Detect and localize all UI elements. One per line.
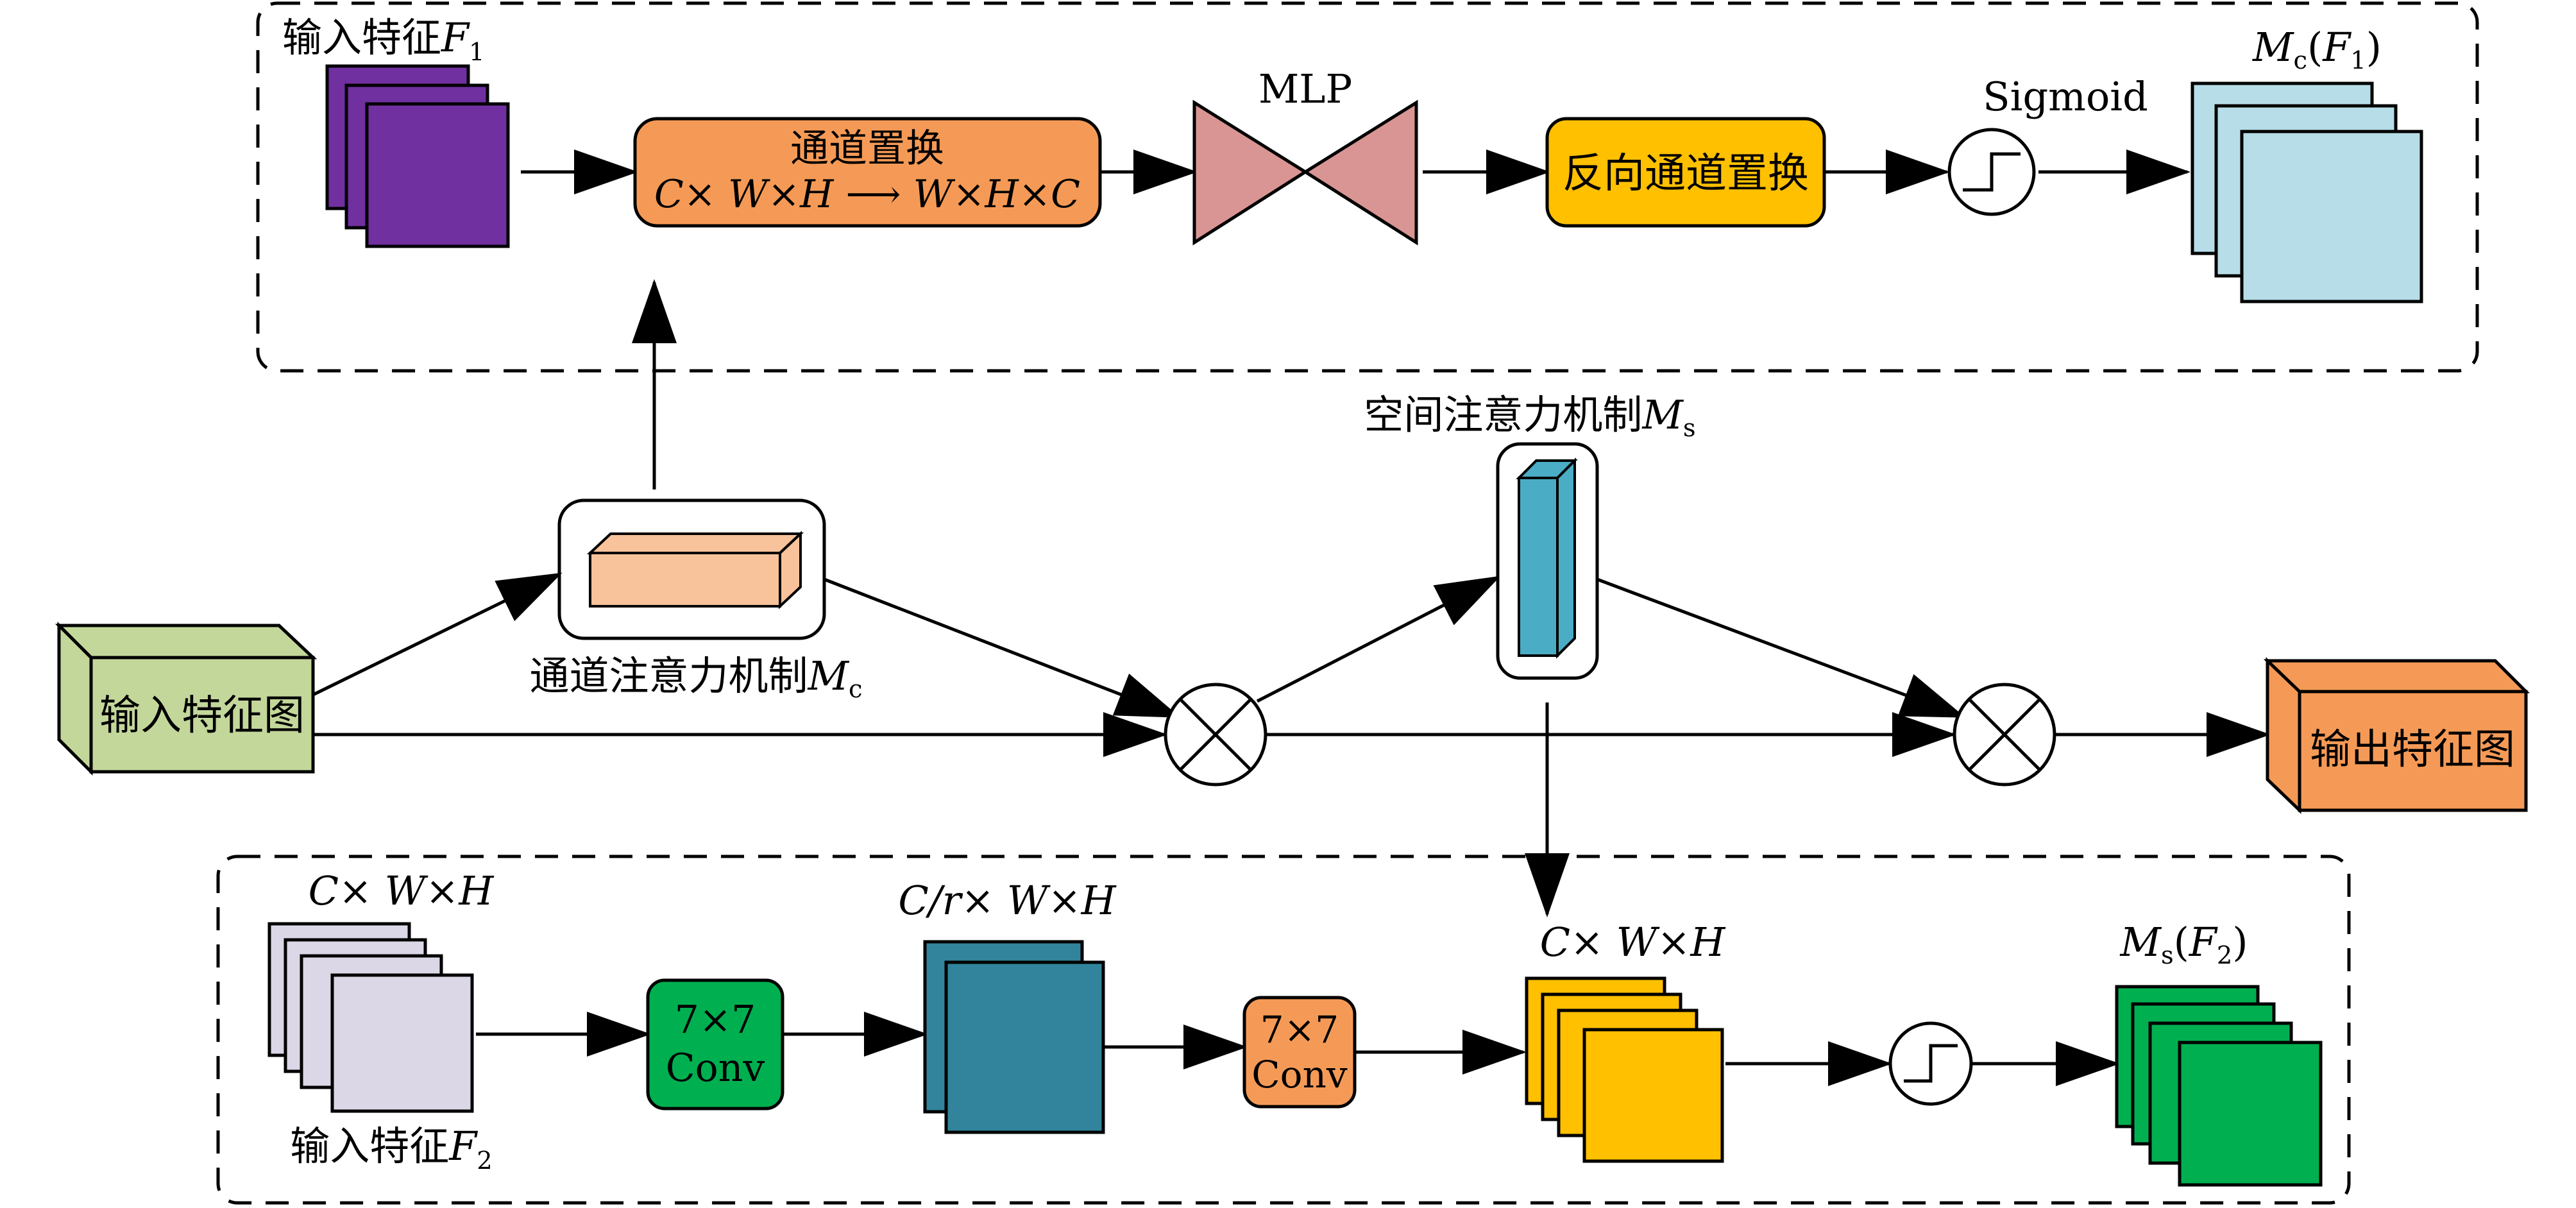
channel-permute-formula: C× W×H ⟶ W×H×C bbox=[654, 172, 1080, 217]
channel-input-feature-stack bbox=[325, 64, 510, 248]
channel-attention-label: 通道注意力机制Mc bbox=[529, 652, 862, 704]
feature-layer bbox=[2178, 1041, 2323, 1187]
arrow-spatial-attention-to-mult2 bbox=[1597, 577, 1966, 719]
output-feature-map bbox=[2263, 657, 2530, 814]
feature-layer bbox=[1582, 1028, 1724, 1163]
input-feature-map bbox=[55, 621, 318, 776]
mlp-label: MLP bbox=[1258, 65, 1352, 112]
conv1-box bbox=[646, 978, 784, 1110]
conv2-kernel: 7×7 bbox=[1260, 1008, 1339, 1051]
mc-output-stack bbox=[2190, 81, 2423, 303]
conv2-label: Conv bbox=[1251, 1053, 1348, 1096]
conv1-kernel: 7×7 bbox=[675, 998, 756, 1042]
conv1-label: Conv bbox=[666, 1046, 765, 1091]
channel-attention-cuboid bbox=[586, 531, 804, 609]
spatial-attention-label: 空间注意力机制Ms bbox=[1364, 391, 1695, 443]
multiply-1-icon bbox=[1164, 683, 1267, 787]
spatial-input-stack bbox=[267, 922, 474, 1113]
feature-layer bbox=[944, 960, 1105, 1134]
arrow-mult1-to-spatial-attention bbox=[1256, 575, 1501, 703]
spatial-input-dims: C× W×H bbox=[309, 867, 495, 914]
feature-layer bbox=[2240, 130, 2423, 303]
channel-permute-title: 通道置换 bbox=[790, 126, 944, 171]
feature-layer bbox=[330, 973, 474, 1113]
multiply-2-icon bbox=[1953, 683, 2056, 787]
yellow-feature-stack bbox=[1525, 976, 1724, 1163]
input-feature-map-label: 输入特征图 bbox=[99, 692, 305, 740]
sigmoid-icon bbox=[1947, 128, 2036, 216]
ms-output-label: Ms(F2) bbox=[2119, 919, 2248, 970]
ms-output-stack bbox=[2115, 985, 2323, 1187]
spatial-input-label: 输入特征F2 bbox=[290, 1123, 493, 1175]
channel-branch-box bbox=[256, 1, 2479, 373]
output-feature-map-label: 输出特征图 bbox=[2310, 726, 2515, 774]
spatial-output-dims: C× W×H bbox=[1540, 919, 1727, 966]
spatial-branch-box bbox=[216, 855, 2351, 1205]
inverse-permute-label: 反向通道置换 bbox=[1563, 150, 1809, 198]
arrow-channel-attention-to-mult1 bbox=[824, 577, 1181, 719]
mlp-shape bbox=[1192, 99, 1418, 246]
feature-layer bbox=[365, 102, 510, 248]
mc-output-label: Mc(F1) bbox=[2252, 24, 2382, 75]
sigmoid-2-icon bbox=[1888, 1021, 1973, 1106]
arrow-input-to-channel-attention bbox=[312, 572, 563, 697]
spatial-attention-cuboid bbox=[1516, 457, 1578, 659]
sigmoid-label: Sigmoid bbox=[1983, 73, 2148, 120]
reduced-feature-stack bbox=[923, 940, 1105, 1134]
reduced-dims: C/r× W×H bbox=[898, 877, 1117, 924]
channel-input-title: 输入特征F1 bbox=[282, 14, 485, 67]
